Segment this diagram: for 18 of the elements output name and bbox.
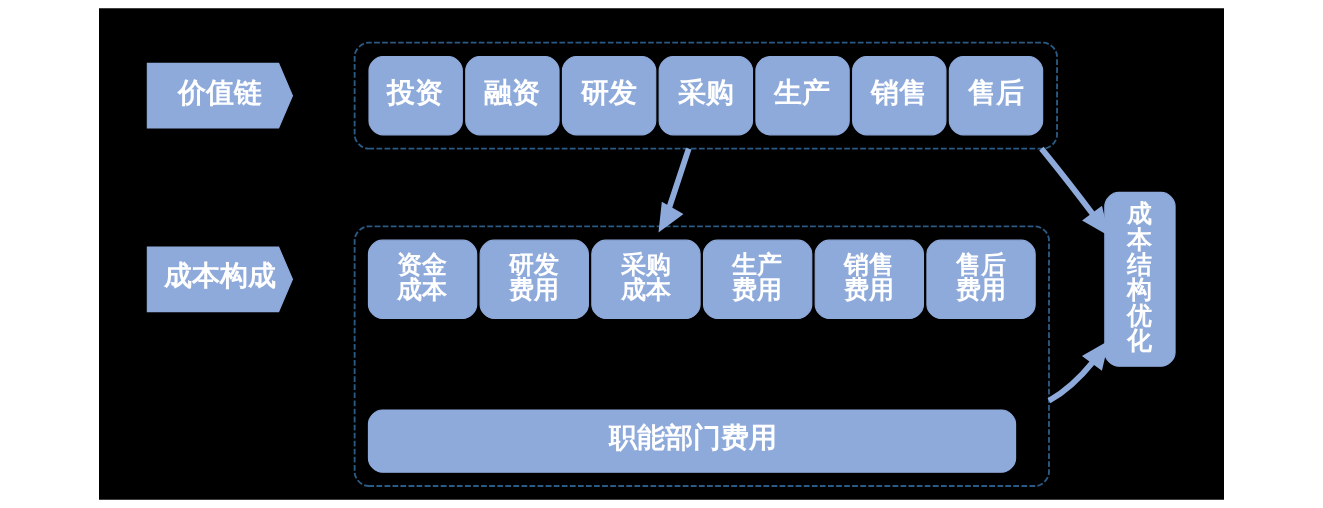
node-box: 融资	[465, 55, 560, 136]
node-box: 投资	[368, 55, 463, 136]
node-box: 售后费用	[926, 239, 1036, 320]
node-box: 研发	[561, 55, 657, 136]
node-box: 资金成本	[367, 239, 478, 320]
arrow	[658, 147, 692, 233]
node-box: 采购	[658, 55, 754, 136]
node-box: 采购成本	[591, 239, 701, 320]
cluster	[353, 41, 1058, 150]
cluster	[353, 225, 1050, 487]
node-box: 销售	[852, 55, 947, 136]
node-box: 职能部门费用	[367, 409, 1017, 473]
node-box: 生产费用	[702, 239, 813, 320]
node-box: 售后	[948, 55, 1044, 136]
node-box: 生产	[755, 55, 850, 136]
node-box: 研发费用	[479, 239, 589, 320]
node-box: 销售费用	[814, 239, 925, 320]
node-box: 成本结构优化	[1104, 191, 1176, 367]
